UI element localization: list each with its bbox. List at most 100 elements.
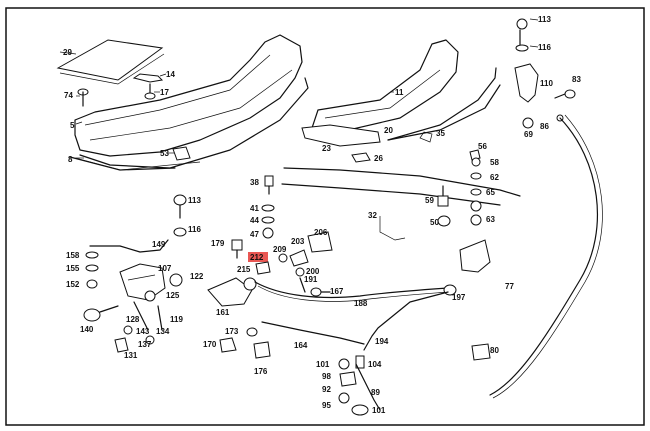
callout-137: 137 — [138, 340, 152, 349]
pad-29 — [56, 39, 165, 85]
link-149 — [89, 239, 169, 253]
washer-69 — [522, 117, 534, 129]
screw-74 — [77, 88, 89, 107]
nut-50 — [437, 215, 451, 227]
callout-26: 26 — [374, 154, 383, 163]
rod-191 — [299, 277, 306, 293]
rail-35 — [387, 84, 501, 141]
callout-77: 77 — [505, 282, 514, 291]
mechanism-161 — [207, 277, 257, 307]
callout-50: 50 — [430, 218, 439, 227]
washer-125 — [144, 290, 156, 302]
callout-58: 58 — [490, 158, 499, 167]
screw-113-lower — [173, 194, 187, 219]
callout-119: 119 — [170, 315, 183, 324]
callout-14: 14 — [166, 70, 175, 79]
callout-197: 197 — [452, 293, 466, 302]
callout-206: 206 — [314, 228, 328, 237]
callout-65: 65 — [486, 188, 495, 197]
callout-200: 200 — [306, 267, 320, 276]
cable-194 — [363, 291, 449, 351]
hardware-stack-mid — [261, 204, 275, 239]
strip-20 — [387, 67, 497, 141]
bolt-173 — [246, 327, 258, 337]
callout-167: 167 — [330, 287, 344, 296]
callout-23: 23 — [322, 144, 331, 153]
rod-188 — [254, 281, 449, 299]
hardware-stack-right — [469, 149, 482, 226]
lever-206 — [307, 231, 333, 253]
callout-11: 11 — [395, 88, 404, 97]
part-212-highlight — [248, 252, 271, 275]
callout-53: 53 — [160, 149, 169, 158]
callout-35: 35 — [436, 129, 445, 138]
screw-17 — [144, 83, 156, 100]
callout-158: 158 — [66, 251, 80, 260]
callout-69: 69 — [524, 130, 533, 139]
callout-101-upper: 101 — [316, 360, 330, 369]
callout-173: 173 — [225, 327, 239, 336]
callout-188: 188 — [354, 299, 368, 308]
callout-59: 59 — [425, 196, 434, 205]
callout-125: 125 — [166, 291, 180, 300]
callout-128: 128 — [126, 315, 140, 324]
mount-plate-right — [459, 239, 491, 273]
clip-35 — [419, 131, 433, 143]
rod-164 — [261, 321, 365, 345]
washer-134 — [145, 335, 155, 345]
callout-116-lower: 116 — [188, 225, 201, 234]
knob-122 — [169, 273, 183, 287]
callout-5: 5 — [70, 121, 75, 130]
callout-209: 209 — [273, 245, 287, 254]
clip-170 — [219, 337, 237, 353]
callout-80: 80 — [490, 346, 499, 355]
callout-131: 131 — [124, 351, 138, 360]
callout-41: 41 — [250, 204, 259, 213]
washer-209 — [278, 253, 288, 263]
callout-140: 140 — [80, 325, 94, 334]
callout-122: 122 — [190, 272, 204, 281]
link-119 — [157, 305, 163, 331]
rod-188-outline — [257, 285, 449, 302]
bracket-80 — [471, 343, 491, 361]
callout-38: 38 — [250, 178, 259, 187]
callout-74: 74 — [64, 91, 73, 100]
callout-179: 179 — [211, 239, 225, 248]
callout-92: 92 — [322, 385, 331, 394]
callout-29: 29 — [63, 48, 72, 57]
callout-8: 8 — [68, 155, 73, 164]
cable-77 — [489, 117, 598, 396]
link-128 — [133, 301, 149, 331]
callout-170: 170 — [203, 340, 217, 349]
callout-191: 191 — [304, 275, 318, 284]
washer-200 — [295, 267, 305, 277]
callout-95: 95 — [322, 401, 331, 410]
trim-23 — [301, 124, 381, 147]
callout-164: 164 — [294, 341, 308, 350]
callout-56: 56 — [478, 142, 487, 151]
callout-83: 83 — [572, 75, 581, 84]
lever-203 — [289, 249, 309, 267]
nut-116-lower — [173, 227, 187, 237]
clip-137 — [114, 337, 129, 353]
callout-161: 161 — [216, 308, 230, 317]
mechanism-107 — [119, 263, 166, 301]
bracket-176 — [253, 341, 271, 359]
callout-101-lower: 101 — [372, 406, 386, 415]
callout-63: 63 — [486, 215, 495, 224]
callout-110: 110 — [540, 79, 553, 88]
leader-lines — [59, 18, 539, 159]
screw-59 — [437, 185, 449, 207]
cable-77-outline — [492, 114, 603, 399]
callout-134: 134 — [156, 327, 170, 336]
callout-113: 113 — [538, 15, 551, 24]
callout-116: 116 — [538, 43, 551, 52]
strip-32 — [281, 167, 521, 241]
callout-215: 215 — [237, 265, 251, 274]
callout-149: 149 — [152, 240, 166, 249]
callout-47: 47 — [250, 230, 259, 239]
lower-hardware-cluster — [338, 355, 381, 416]
callout-203: 203 — [291, 237, 305, 246]
callout-155: 155 — [66, 264, 80, 273]
